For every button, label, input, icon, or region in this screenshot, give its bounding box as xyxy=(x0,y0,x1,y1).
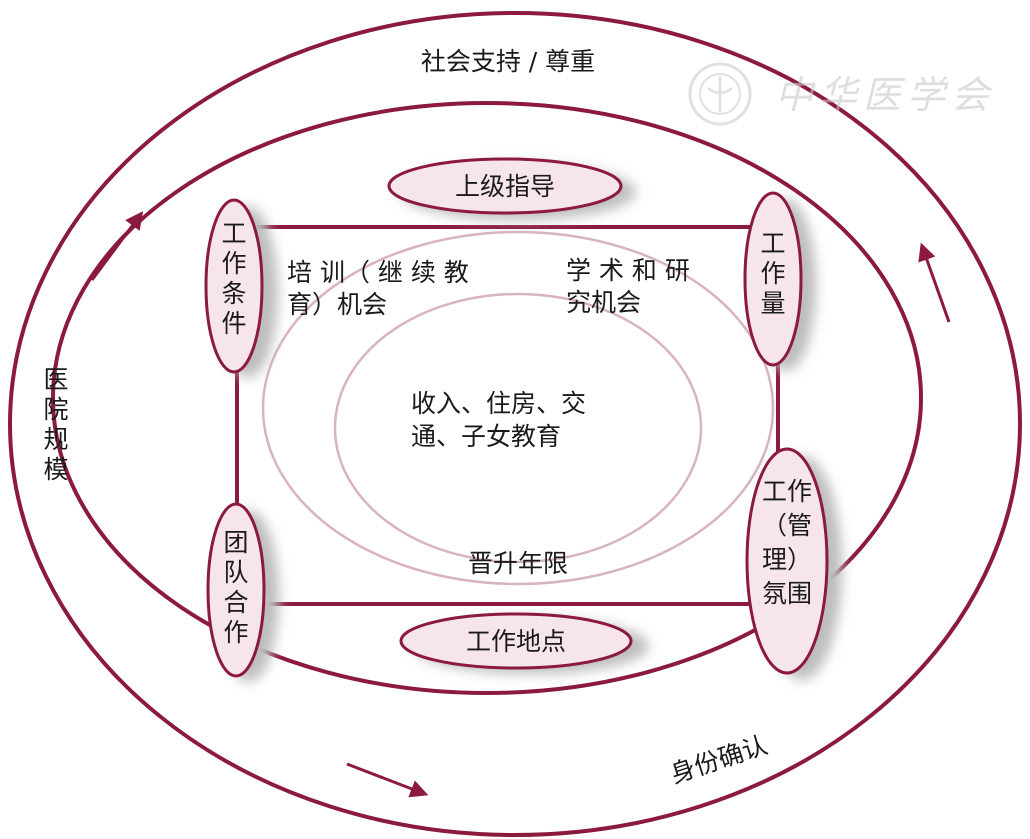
inner-ring-small xyxy=(333,292,703,564)
arrow-upper-left xyxy=(90,211,144,281)
label-hospital-scale-line: 模 xyxy=(43,455,68,484)
arrow-right xyxy=(918,242,951,323)
box-right-upper xyxy=(743,191,803,367)
box-top xyxy=(387,157,623,215)
label-workload-line: 工 xyxy=(760,229,785,258)
label-hospital-scale-line: 医 xyxy=(43,365,68,394)
arrow-bottom xyxy=(346,762,429,798)
work-rectangle xyxy=(235,225,780,606)
label-research-line: 学 术 和 研 xyxy=(566,256,690,285)
watermark-text: 中华医学会 xyxy=(775,73,995,117)
label-teamwork: 团队合作 xyxy=(223,528,248,647)
outer-ellipse xyxy=(8,11,1022,837)
label-work-atmosphere-line: 工作 xyxy=(762,477,812,506)
label-work-conditions-line: 工 xyxy=(221,219,246,248)
label-promotion-years: 晋升年限 xyxy=(468,549,568,578)
label-teamwork-line: 合 xyxy=(223,588,248,617)
label-hospital-scale-line: 院 xyxy=(43,395,68,424)
label-work-atmosphere-line: 理） xyxy=(762,545,812,574)
label-social-support: 社会支持 / 尊重 xyxy=(421,47,595,76)
label-work-conditions: 工作条件 xyxy=(221,219,246,338)
label-workload-line: 作 xyxy=(760,259,785,288)
watermark-logo xyxy=(688,62,752,126)
label-teamwork-line: 队 xyxy=(223,558,248,587)
label-teamwork-line: 团 xyxy=(223,528,248,557)
box-bottom xyxy=(399,612,633,670)
label-work-conditions-line: 条 xyxy=(221,279,246,308)
label-core-benefits-line: 通、子女教育 xyxy=(411,422,561,451)
label-identity-confirmation: 身份确认 xyxy=(667,730,771,788)
label-work-location: 工作地点 xyxy=(466,627,566,656)
label-core-benefits: 收入、住房、交通、子女教育 xyxy=(411,389,586,451)
label-supervisor-guidance: 上级指导 xyxy=(455,172,555,201)
label-research: 学 术 和 研究机会 xyxy=(566,256,690,317)
label-work-atmosphere-line: 氛围 xyxy=(762,579,812,608)
label-work-conditions-line: 作 xyxy=(221,249,246,278)
label-workload-line: 量 xyxy=(760,289,785,318)
middle-ellipse xyxy=(51,101,923,695)
box-left-upper xyxy=(204,198,264,374)
inner-ring-large xyxy=(261,230,775,586)
label-hospital-scale: 医院规模 xyxy=(43,365,68,484)
label-training: 培 训（ 继 续 教育）机会 xyxy=(287,258,469,319)
label-work-atmosphere: 工作 （管理） 氛围 xyxy=(762,477,812,608)
label-hospital-scale-line: 规 xyxy=(43,425,68,454)
box-right-lower xyxy=(745,447,829,675)
label-workload: 工作量 xyxy=(760,229,785,318)
label-teamwork-line: 作 xyxy=(223,618,248,647)
box-left-lower xyxy=(206,502,266,678)
label-core-benefits-line: 收入、住房、交 xyxy=(411,389,586,418)
label-training-line: 培 训（ 继 续 教 xyxy=(287,258,469,287)
label-research-line: 究机会 xyxy=(566,288,641,317)
label-work-atmosphere-line: （管 xyxy=(762,511,812,540)
label-training-line: 育）机会 xyxy=(287,290,387,319)
label-work-conditions-line: 件 xyxy=(221,309,246,338)
